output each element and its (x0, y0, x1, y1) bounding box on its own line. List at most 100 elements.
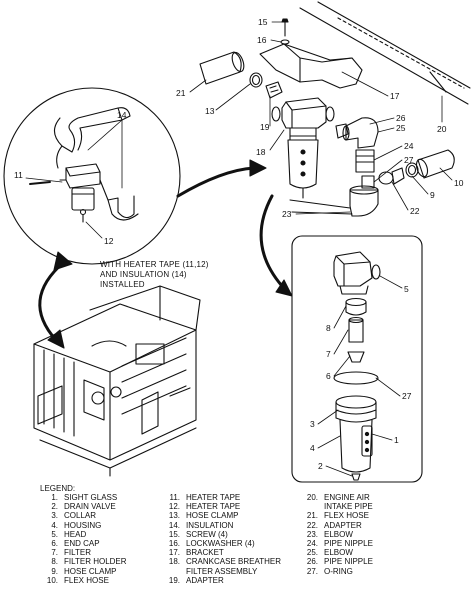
legend-item-text: CRANKCASE BREATHER (186, 557, 281, 567)
legend-item-number: 2. (51, 502, 58, 512)
legend-item-text: ADAPTER (324, 520, 362, 530)
lockwasher (280, 39, 290, 45)
legend-item-text: SCREW (4) (186, 529, 228, 539)
legend-item-number: 25. (306, 548, 318, 558)
legend-title: LEGEND: (40, 484, 76, 493)
legend-item: 27.O-RING (302, 567, 373, 576)
exploded-filter (348, 316, 364, 343)
legend-item-text: INTAKE PIPE (324, 502, 373, 512)
legend-item: 4.HOUSING (42, 521, 127, 530)
legend-item-text: HEATER TAPE (186, 493, 241, 502)
legend-item-text: O-RING (324, 566, 353, 576)
legend-item-text: HOUSING (64, 520, 102, 530)
flex-hose-lower (415, 149, 455, 179)
legend-item: 16.LOCKWASHER (4) (164, 539, 281, 548)
detail-filter-assembly (59, 163, 101, 223)
legend-item: 24. PIPE NIPPLE (302, 539, 373, 548)
arrow-filter-to-exploded (259, 194, 293, 297)
legend-item: 26.PIPE NIPPLE (302, 557, 373, 566)
legend-item-number: 14. (168, 520, 180, 530)
legend-item-text: FILTER HOLDER (64, 557, 127, 567)
legend-item-number: 20. (306, 493, 318, 502)
callout-10: 10 (454, 178, 464, 188)
exploded-collar-housing (335, 395, 377, 473)
legend-item-number: 15. (168, 529, 180, 539)
leader-lines (25, 21, 453, 477)
flex-hose-upper (199, 51, 245, 85)
screw (281, 18, 289, 37)
legend-item: 5.HEAD (42, 530, 127, 539)
legend-item-text: PIPE NIPPLE (324, 539, 373, 549)
legend-item-number: 19. (168, 575, 180, 585)
legend-item-text: HOSE CLAMP (186, 511, 239, 521)
callout-27-top: 27 (404, 155, 414, 165)
legend-item: 8.FILTER HOLDER (42, 557, 127, 567)
hose-clamp-lower (405, 162, 419, 178)
legend-item-number: 22. (306, 520, 318, 530)
callout-23: 23 (282, 209, 292, 219)
legend-item-number: 3. (51, 511, 58, 521)
legend-item: FILTER ASSEMBLY (164, 567, 281, 576)
callout-4: 4 (310, 443, 315, 453)
legend-item: 1.SIGHT GLASS (42, 493, 127, 502)
hose-clamp-upper (249, 72, 263, 88)
legend-item-number: 1. (51, 493, 58, 502)
legend-item-text: ENGINE AIR (324, 493, 370, 502)
crankcase-breather-filter-assembly (271, 97, 335, 199)
legend-item-number: 24. (306, 539, 318, 549)
legend-item: 19. ADAPTER (164, 576, 281, 585)
callout-16: 16 (257, 35, 267, 45)
note-line-2: AND INSULATION (14) (100, 270, 187, 279)
note-line-3: INSTALLED (100, 280, 145, 289)
callout-21: 21 (176, 88, 186, 98)
callout-17: 17 (390, 91, 400, 101)
legend-item-text: FILTER (64, 548, 91, 558)
legend-item-text: LOCKWASHER (4) (186, 539, 255, 549)
legend-item-number: 26. (306, 557, 318, 567)
callout-3: 3 (310, 419, 315, 429)
exploded-view-frame (291, 235, 423, 483)
callout-11: 11 (14, 170, 23, 180)
callout-22: 22 (410, 206, 420, 216)
callout-8: 8 (326, 323, 331, 333)
legend-item: 10. FLEX HOSE (42, 576, 127, 585)
legend-item: 11.HEATER TAPE (164, 493, 281, 502)
detail-circle (3, 87, 181, 265)
legend-item: INTAKE PIPE (302, 502, 373, 511)
legend-item-text: FLEX HOSE (324, 511, 369, 521)
adapter-upper (265, 81, 283, 99)
legend-item-number: 21. (306, 511, 318, 521)
legend-item: 18.CRANKCASE BREATHER (164, 557, 281, 566)
pipe-nipple-upper (355, 149, 375, 173)
legend-item-text: HEAD (64, 529, 87, 539)
legend-item-number: 23. (306, 529, 318, 539)
legend-item-text: FLEX HOSE (64, 575, 109, 585)
legend-item-number: 12. (168, 502, 180, 512)
legend-item-text: END CAP (64, 539, 100, 549)
callout-12: 12 (104, 236, 114, 246)
detail-insulated-hose (53, 107, 131, 169)
callout-7: 7 (326, 349, 331, 359)
exploded-o-ring (333, 371, 379, 385)
legend-item: 2. DRAIN VALVE (42, 502, 127, 511)
legend-item: 9.HOSE CLAMP (42, 567, 127, 576)
note-line-1: WITH HEATER TAPE (11,12) (100, 260, 209, 269)
legend-item-number: 10. (46, 575, 58, 585)
callout-1: 1 (394, 435, 399, 445)
exploded-end-cap (347, 351, 365, 363)
legend-item: 25.ELBOW (302, 548, 373, 557)
legend-item: 6. END CAP (42, 539, 127, 548)
legend-item-number: 6. (51, 539, 58, 549)
callout-5: 5 (404, 284, 409, 294)
legend-item: 23.ELBOW (302, 530, 373, 539)
legend-item-text: DRAIN VALVE (64, 502, 116, 512)
exploded-drain-valve (351, 473, 361, 481)
callout-18: 18 (256, 147, 266, 157)
legend-item-text: HEATER TAPE (186, 502, 241, 512)
callout-27: 27 (402, 391, 412, 401)
legend-item-text: ADAPTER (186, 575, 224, 585)
legend-item-text: COLLAR (64, 511, 97, 521)
